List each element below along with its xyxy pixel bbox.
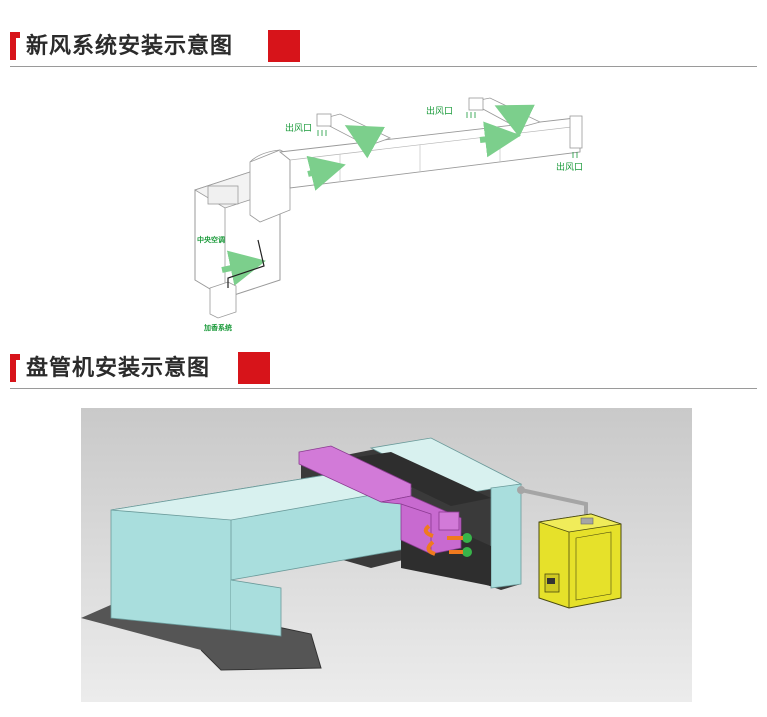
section-title: 新风系统安装示意图 — [26, 34, 234, 59]
fragrance-system-unit — [209, 239, 265, 319]
duct-band — [351, 452, 491, 506]
section-header-fcu: 盘管机安装示意图 — [0, 348, 767, 392]
section-marker-bar — [10, 354, 20, 382]
airflow-arrows — [221, 104, 535, 286]
label-outlet-left: 出风口 — [285, 122, 312, 134]
riser-duct — [249, 149, 291, 223]
duct-plenum — [298, 445, 462, 555]
fragrance-machine — [538, 513, 622, 609]
section-header-fresh-air: 新风系统安装示意图 — [0, 26, 767, 70]
section-title-end-block — [238, 352, 270, 384]
label-central-ac: 中央空调 — [197, 235, 225, 244]
end-outlet — [569, 115, 583, 149]
label-outlet-right: 出风口 — [556, 161, 583, 173]
ac-unit-rear-block — [369, 437, 523, 589]
fragrance-pipe — [520, 488, 588, 518]
main-duct — [278, 117, 581, 189]
outlet-down-arrows — [317, 112, 578, 158]
label-outlet-middle: 出风口 — [426, 105, 453, 117]
water-valves — [423, 524, 472, 557]
section-title-end-block — [268, 30, 300, 62]
section-divider — [10, 388, 757, 389]
pipe-connector — [517, 486, 525, 494]
label-fragrance-system: 加香系统 — [203, 323, 232, 332]
section-title: 盘管机安装示意图 — [26, 356, 211, 381]
fan-coil-unit-diagram — [81, 408, 692, 702]
section-marker-bar — [10, 32, 20, 60]
section-divider — [10, 66, 757, 67]
fresh-air-system-diagram: 出风口 出风口 出风口 中央空调 加香系统 — [194, 97, 583, 332]
